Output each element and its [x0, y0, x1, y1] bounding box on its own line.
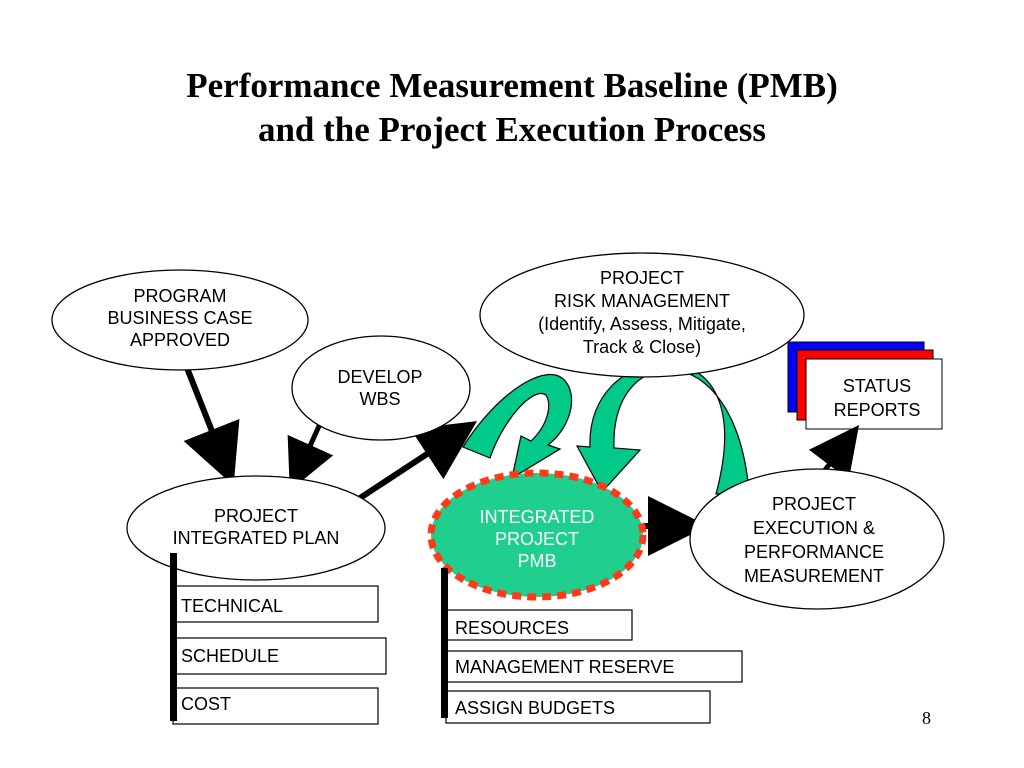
pmb-vertical-bar [441, 568, 448, 718]
node-program-business-case [51, 269, 309, 371]
label-project-execution: PROJECT EXECUTION & PERFORMANCE MEASUREM… [743, 494, 884, 586]
label-status-reports: STATUS REPORTS [833, 376, 921, 420]
curved-arrow-execution-to-pmb [575, 363, 750, 495]
title-line-1: Performance Measurement Baseline (PMB) [186, 66, 838, 105]
pmb-box-resources-label: RESOURCES [455, 618, 570, 638]
page-number: 8 [922, 708, 931, 728]
curved-arrow-risk-to-pmb [462, 373, 573, 480]
pmb-box-resources [445, 609, 633, 641]
node-develop-wbs [291, 335, 471, 441]
node-project-execution [689, 468, 945, 610]
pmb-box-management-reserve [445, 650, 743, 683]
node-integrated-pmb [427, 469, 647, 601]
label-develop-wbs: DEVELOP WBS [337, 367, 423, 409]
slide-title: Performance Measurement Baseline (PMB) a… [0, 64, 1024, 152]
label-program-business-case: PROGRAM BUSINESS CASE APPROVED [107, 286, 253, 350]
plan-vertical-bar [170, 553, 177, 721]
arrow-execution-to-status [808, 425, 860, 480]
plan-box-technical [172, 585, 379, 623]
plan-box-schedule [172, 637, 387, 675]
label-risk-management: PROJECT RISK MANAGEMENT (Identify, Asses… [538, 268, 746, 357]
node-risk-management [479, 252, 805, 378]
node-project-integrated-plan [126, 475, 386, 581]
pmb-box-assign-budgets-label: ASSIGN BUDGETS [455, 698, 616, 718]
arrow-plan-to-risk [355, 421, 478, 503]
status-report-sheet-white [805, 358, 943, 430]
label-project-integrated-plan: PROJECT INTEGRATED PLAN [172, 506, 340, 548]
plan-box-cost-label: COST [181, 694, 232, 714]
label-integrated-pmb: INTEGRATED PROJECT PMB [479, 507, 595, 571]
arrow-program-to-plan [183, 366, 240, 486]
pmb-box-management-reserve-label: MANAGEMENT RESERVE [455, 657, 675, 677]
plan-box-schedule-label: SCHEDULE [181, 646, 280, 666]
pmb-box-assign-budgets [445, 690, 711, 724]
plan-box-technical-label: TECHNICAL [181, 596, 284, 616]
title-line-2: and the Project Execution Process [257, 110, 767, 149]
